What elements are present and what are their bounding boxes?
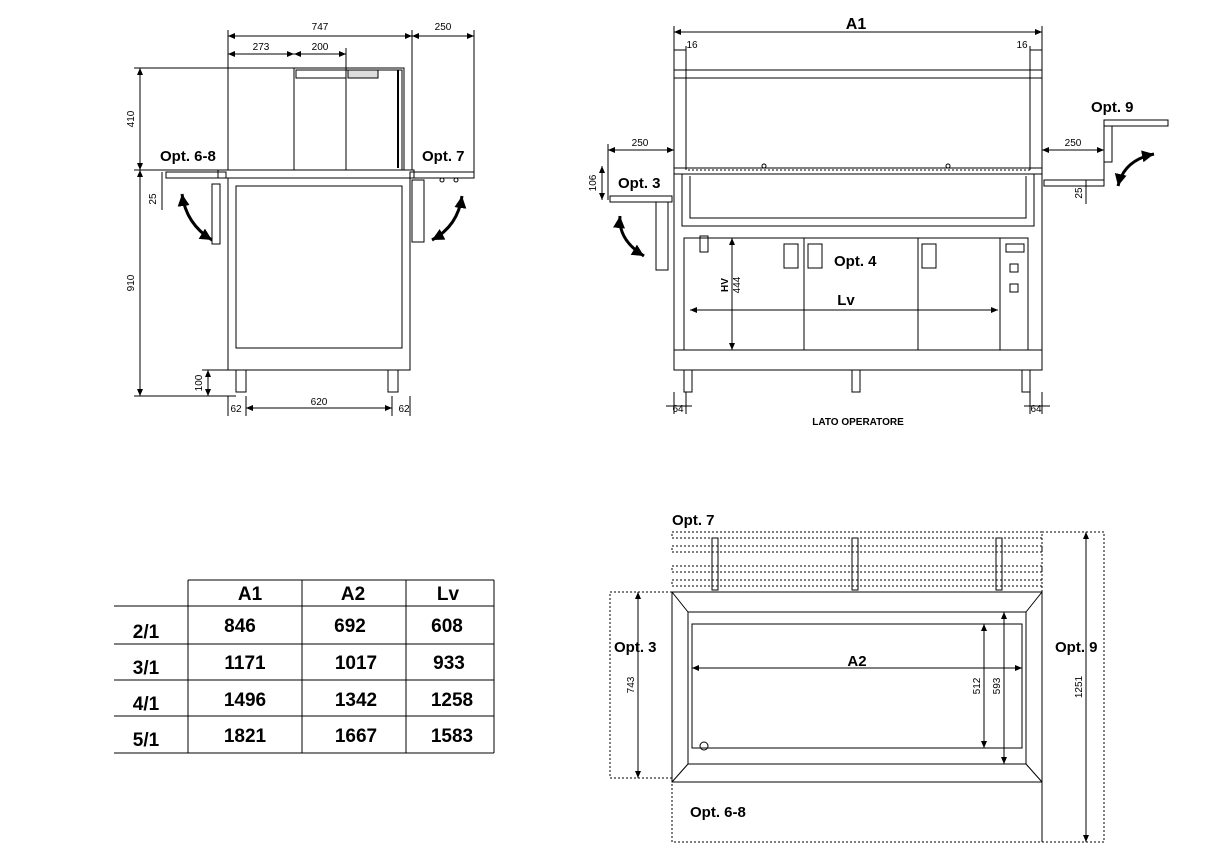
- dim-743: 743: [626, 676, 637, 693]
- dim-a2-top: A2: [847, 653, 866, 670]
- top-rail-1: [671, 531, 1043, 539]
- dim-1251: 1251: [1074, 675, 1085, 698]
- dimension-table: [114, 579, 495, 754]
- dim-lv: Lv: [837, 292, 855, 309]
- side-view: [134, 30, 475, 416]
- top-well: [687, 611, 1027, 765]
- top-shelf-opt68: [671, 781, 1043, 843]
- dim-512: 512: [972, 677, 983, 694]
- top-body-outer: [671, 591, 1043, 783]
- dim-593: 593: [992, 677, 1003, 694]
- table-cell: 1667: [335, 726, 377, 747]
- dim-444: 444: [732, 276, 743, 293]
- front-fold-arrow-right: [1114, 150, 1155, 187]
- dim-62-left: 62: [230, 404, 242, 415]
- table-cell: 1258: [431, 690, 473, 711]
- dim-250-front-right: 250: [1065, 138, 1082, 149]
- table-cell: 846: [224, 616, 256, 637]
- top-shelf-opt9: [1041, 531, 1105, 843]
- front-foot-left: [683, 369, 693, 393]
- front-view-text: A1 16 16 250 250 106 25 HV 444 Lv 64 64 …: [588, 16, 1134, 428]
- top-view-text: Opt. 7 Opt. 3 Opt. 9 Opt. 6-8 A2 743 512…: [614, 512, 1098, 821]
- dim-64-right: 64: [1030, 404, 1042, 415]
- side-top-shelf: [295, 69, 347, 79]
- label-opt-9-front: Opt. 9: [1091, 99, 1134, 116]
- label-opt-3-top: Opt. 3: [614, 639, 657, 656]
- label-opt-3-front: Opt. 3: [618, 175, 661, 192]
- table-cell: 4/1: [133, 694, 160, 715]
- dim-a1-front: A1: [846, 16, 867, 33]
- dim-16-left: 16: [686, 40, 698, 51]
- table-cell: 1496: [224, 690, 266, 711]
- dim-250-side: 250: [435, 22, 452, 33]
- label-opt-6-8-top: Opt. 6-8: [690, 804, 746, 821]
- table-cell: 1821: [224, 726, 267, 747]
- label-opt-9-top: Opt. 9: [1055, 639, 1098, 656]
- table-cell: 608: [431, 616, 463, 637]
- side-foot-right: [387, 369, 399, 393]
- front-view: [599, 26, 1169, 414]
- table-cell: 3/1: [133, 658, 160, 679]
- dim-25-side: 25: [148, 193, 159, 205]
- label-opt-4: Opt. 4: [834, 253, 877, 270]
- table-header-lv: Lv: [437, 584, 460, 605]
- front-foot-right: [1021, 369, 1031, 393]
- dimension-table-text: A1 A2 Lv 2/1 846 692 608 3/1 1171 1017 9…: [133, 584, 473, 751]
- table-cell: 2/1: [133, 622, 160, 643]
- table-cell: 1171: [224, 653, 266, 674]
- front-folding-shelf-left: [655, 201, 669, 271]
- table-cell: 933: [433, 653, 465, 674]
- top-drain: [699, 741, 709, 751]
- dim-747: 747: [312, 22, 329, 33]
- table-cell: 692: [334, 616, 366, 637]
- front-folding-shelf-right: [1103, 119, 1169, 127]
- dim-100: 100: [194, 374, 205, 391]
- dim-106: 106: [588, 174, 599, 191]
- dim-62-right: 62: [398, 404, 410, 415]
- front-fold-arrow-left: [613, 215, 645, 258]
- dim-64-left: 64: [672, 404, 684, 415]
- side-view-text: 747 250 273 200 410 25 910 100 62 620 62…: [126, 22, 465, 415]
- front-foot-mid: [851, 369, 861, 393]
- dim-410: 410: [126, 110, 137, 127]
- table-cell: 5/1: [133, 730, 160, 751]
- side-cabinet: [227, 177, 411, 371]
- front-worktop: [673, 167, 1043, 175]
- side-foot-left: [235, 369, 247, 393]
- table-cell: 1342: [335, 690, 377, 711]
- side-fold-arrow-right: [431, 195, 467, 242]
- top-view: [609, 531, 1105, 843]
- table-header-a1: A1: [238, 584, 263, 605]
- top-shelf-opt3: [609, 591, 673, 779]
- label-opt-7-side: Opt. 7: [422, 148, 465, 165]
- table-cell: 1583: [431, 726, 473, 747]
- dim-250-front-left: 250: [632, 138, 649, 149]
- dim-hv: HV: [720, 278, 731, 292]
- caption-lato-operatore: LATO OPERATORE: [812, 417, 904, 428]
- dim-910: 910: [126, 274, 137, 291]
- side-fold-arrow-left: [177, 193, 213, 242]
- dim-620: 620: [311, 397, 328, 408]
- table-cell: 1017: [335, 653, 377, 674]
- dim-16-right: 16: [1016, 40, 1028, 51]
- front-canopy: [673, 69, 1043, 79]
- side-folding-shelf-right: [411, 179, 425, 243]
- side-folding-shelf-left: [211, 183, 221, 245]
- label-opt-6-8-side: Opt. 6-8: [160, 148, 216, 165]
- side-worktop: [217, 169, 415, 179]
- dim-200: 200: [312, 42, 329, 53]
- dim-273: 273: [253, 42, 270, 53]
- label-opt-7-top: Opt. 7: [672, 512, 715, 529]
- dim-25-front: 25: [1074, 187, 1085, 199]
- front-control-panel: [999, 237, 1029, 351]
- table-header-a2: A2: [341, 584, 365, 605]
